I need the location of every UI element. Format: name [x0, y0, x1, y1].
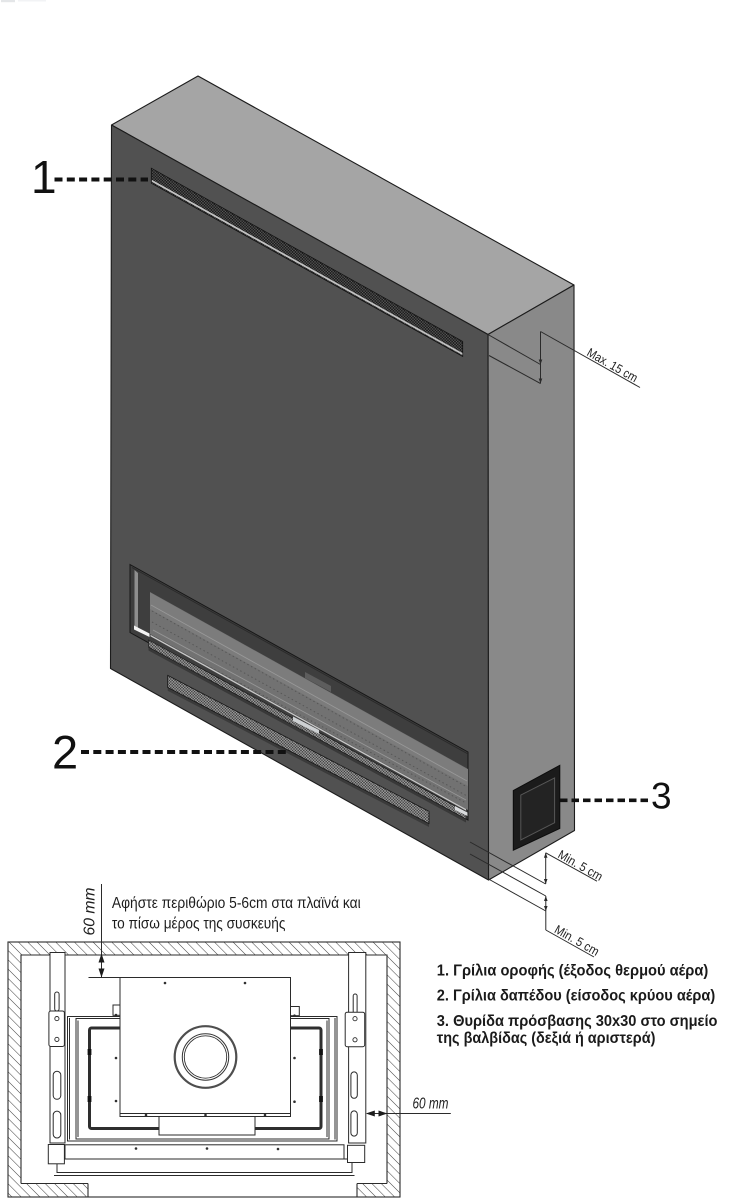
svg-text:της βαλβίδας (δεξιά ή αριστερά: της βαλβίδας (δεξιά ή αριστερά): [437, 1030, 656, 1047]
svg-text:Αφήστε περιθώριο 5-6cm στα πλα: Αφήστε περιθώριο 5-6cm στα πλαϊνά και: [112, 895, 361, 912]
svg-text:3. Θυρίδα πρόσβασης 30x30 στο: 3. Θυρίδα πρόσβασης 30x30 στο σημείο: [437, 1013, 718, 1030]
svg-text:60 mm: 60 mm: [413, 1096, 449, 1113]
svg-text:60 mm: 60 mm: [82, 888, 99, 936]
svg-text:2: 2: [52, 726, 78, 779]
svg-text:1: 1: [31, 151, 57, 203]
svg-text:το πίσω μέρος της συσκευής: το πίσω μέρος της συσκευής: [112, 915, 286, 932]
svg-text:3: 3: [651, 776, 672, 817]
svg-text:2. Γρίλια δαπέδου (είσοδος κρύ: 2. Γρίλια δαπέδου (είσοδος κρύου αέρα): [437, 988, 715, 1005]
svg-text:1. Γρίλια οροφής (έξοδος θερμο: 1. Γρίλια οροφής (έξοδος θερμού αέρα): [437, 962, 709, 979]
